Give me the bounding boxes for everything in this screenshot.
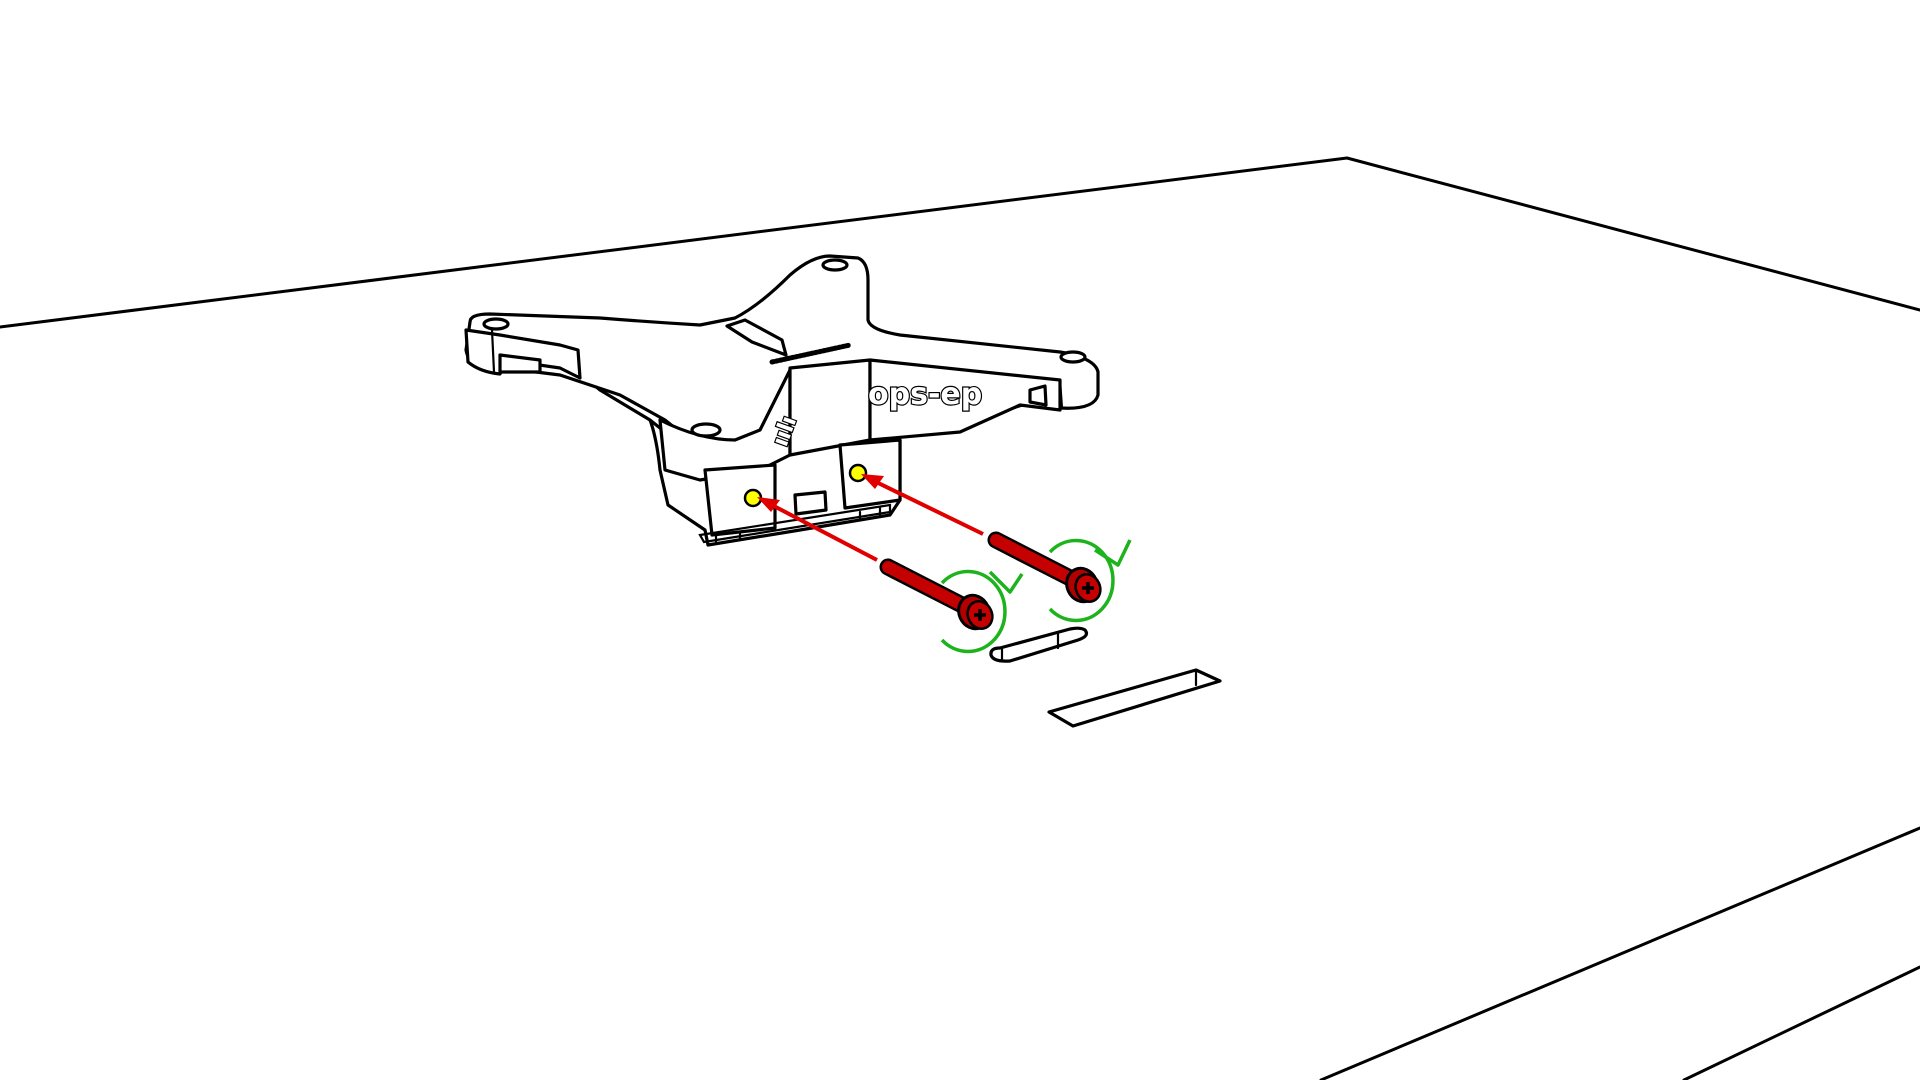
bracket-vent [725, 318, 788, 357]
slot-rectangular [1047, 668, 1222, 728]
arm-hole-right [1059, 350, 1087, 364]
bracket-grille [769, 342, 853, 365]
panel-surface [0, 156, 1920, 1082]
mounting-bracket: ops-ep ıılı [464, 254, 1100, 547]
phillips-icon [974, 609, 986, 621]
arm-hole-front [690, 422, 722, 438]
bracket-left-arm-tab [498, 353, 542, 374]
insert-arrows [757, 474, 984, 562]
arm-hole-top [821, 258, 849, 272]
bracket-embossed-text: ops-ep [868, 377, 982, 412]
screw-1 [879, 558, 994, 631]
rotate-clockwise-icon [1048, 538, 1132, 623]
screw-2 [987, 531, 1102, 604]
arm-hole-left [482, 317, 510, 331]
bracket-right-lug [838, 438, 902, 510]
bracket-base-plate [698, 503, 892, 544]
panel-bottom-edge [1682, 965, 1920, 1082]
bracket-center-tab [793, 490, 828, 516]
surface-slots [989, 626, 1222, 728]
screw-hole-2 [848, 463, 868, 483]
insert-arrow-2 [861, 474, 984, 536]
panel-front-edge [1319, 826, 1920, 1082]
rotate-arrows [940, 538, 1132, 654]
rotate-clockwise-icon [940, 569, 1024, 654]
arrowhead-icon [757, 497, 780, 512]
insert-arrow-1 [757, 497, 878, 562]
panel-top-edge [0, 156, 1920, 329]
slot-rounded [989, 626, 1089, 663]
arrowhead-icon [861, 474, 884, 489]
bracket-center-face [788, 358, 872, 457]
bracket-left-lug [703, 463, 777, 537]
phillips-icon [1082, 582, 1094, 594]
